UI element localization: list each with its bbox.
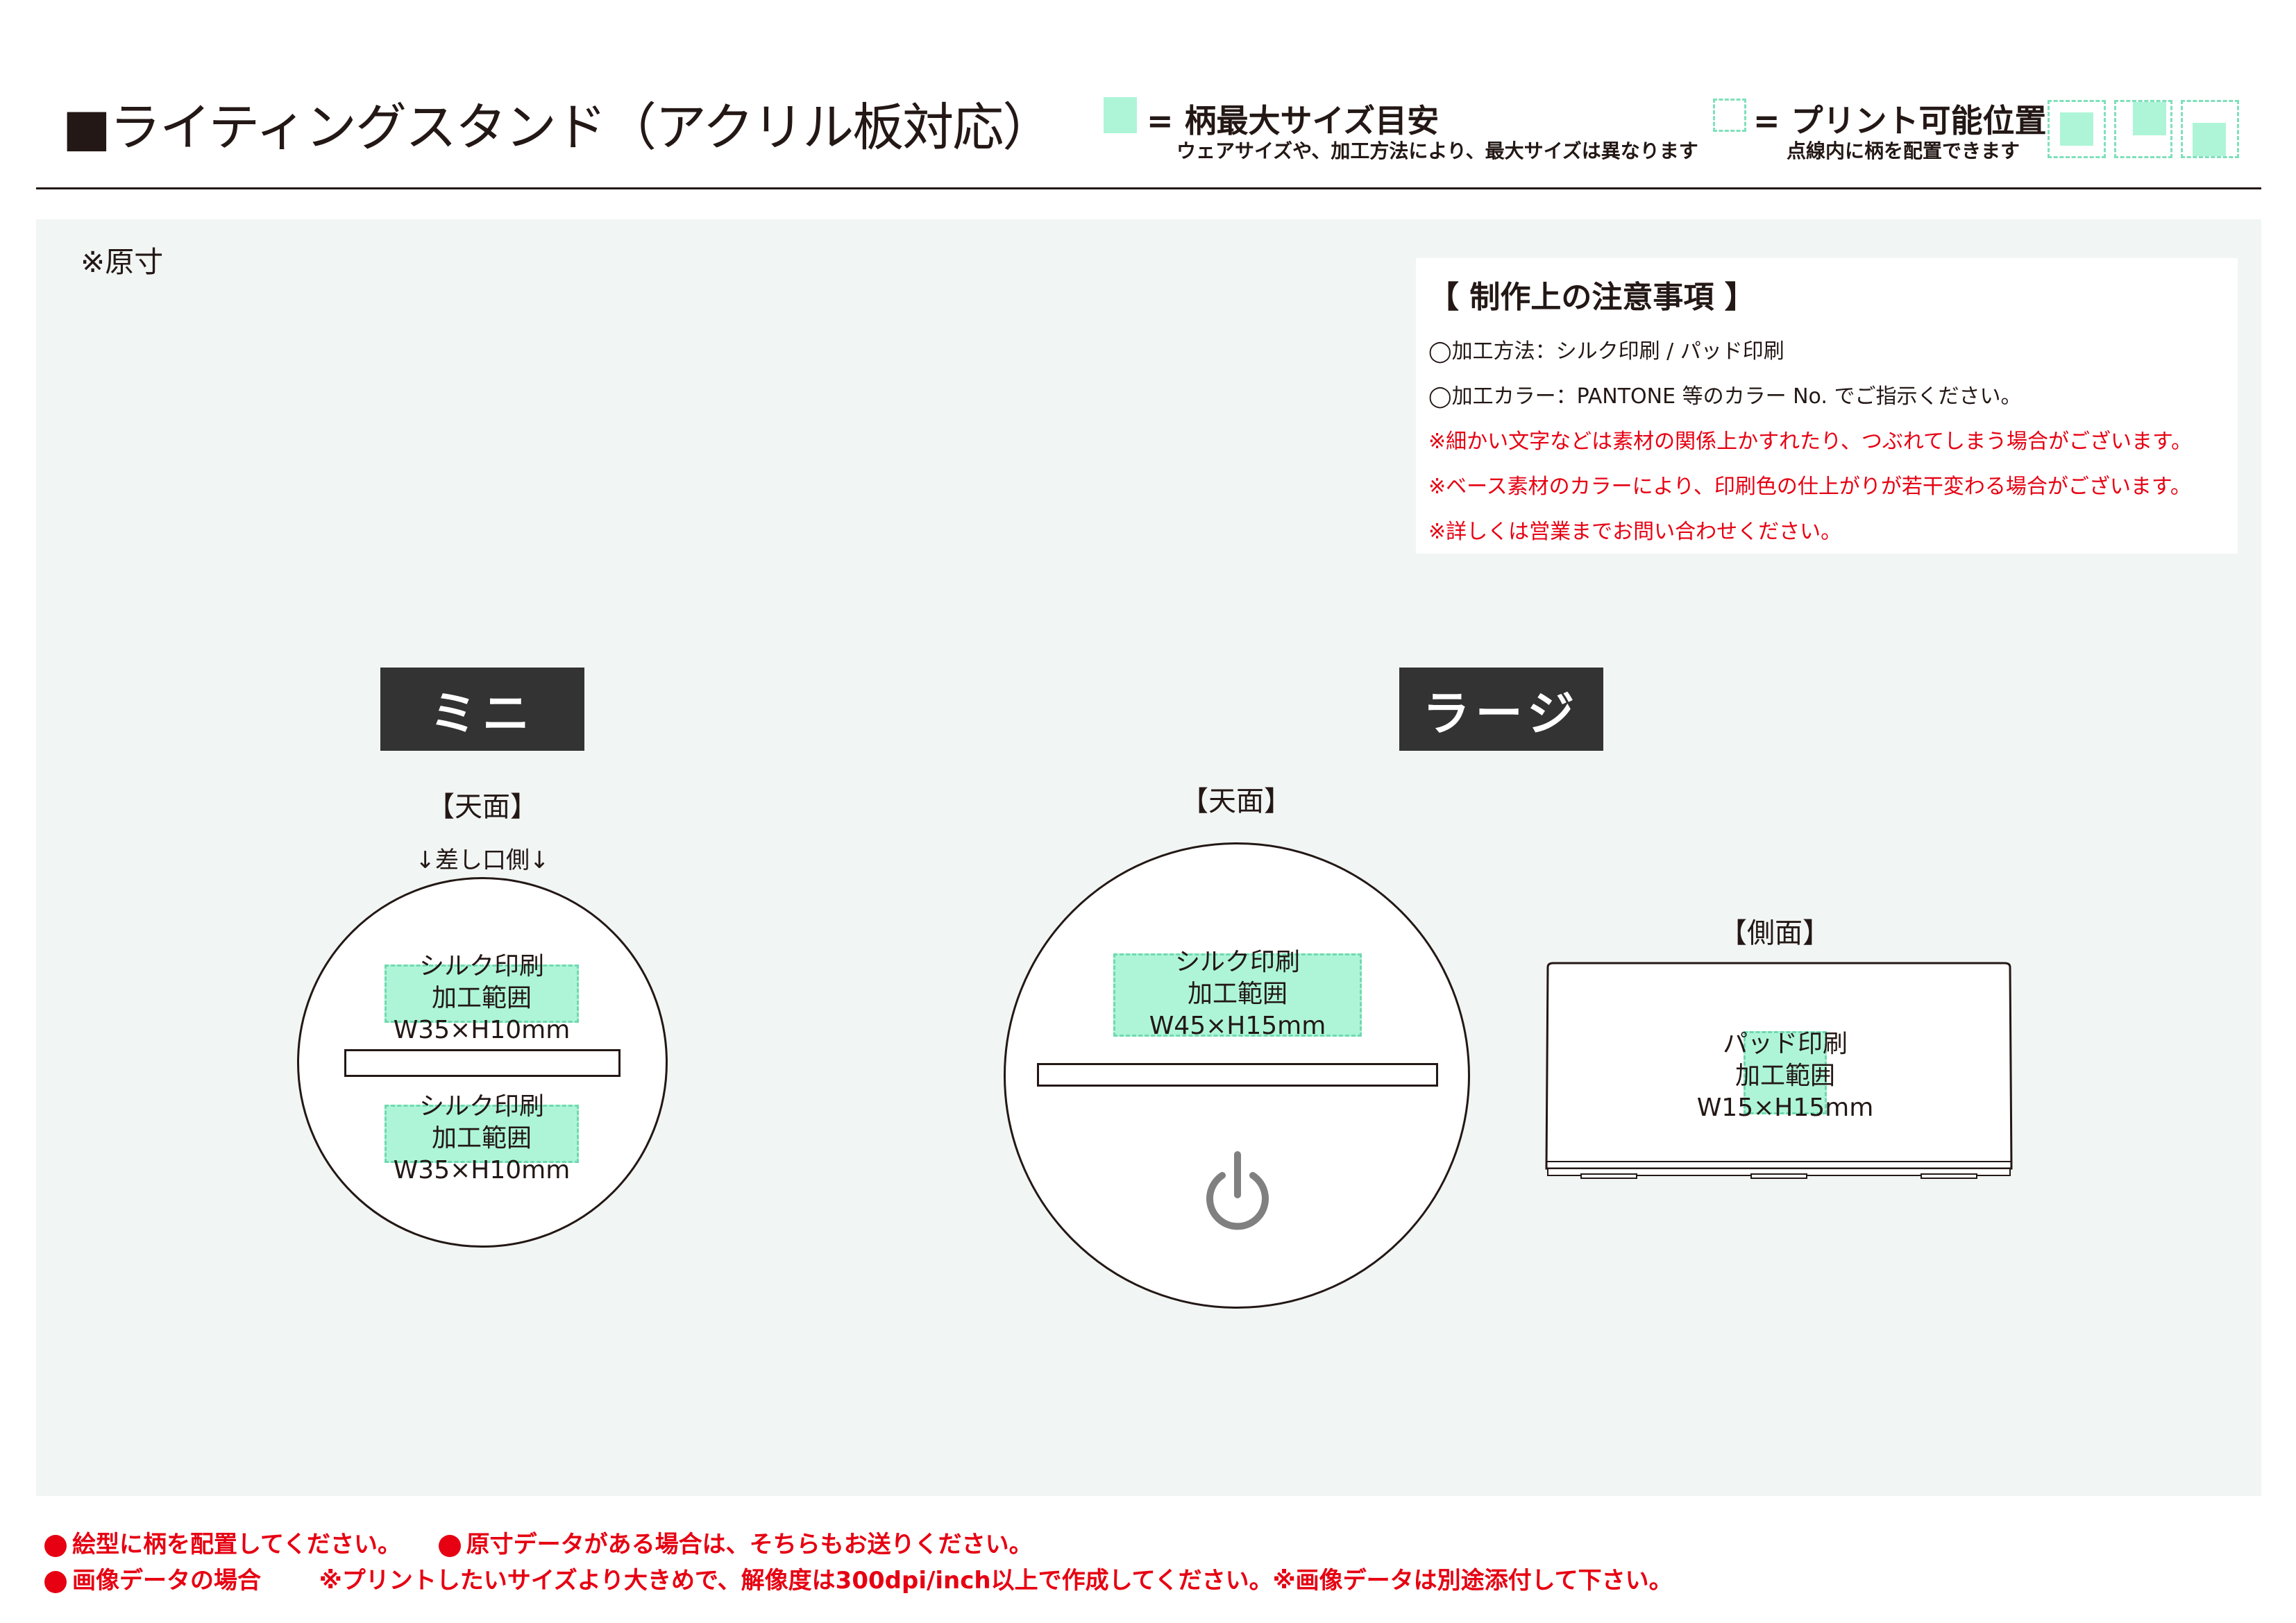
- footer-line-1: 絵型に柄を配置してください。 原寸データがある場合は、そちらもお送りください。: [44, 1525, 1033, 1559]
- large-side-print-area: [1744, 1031, 1827, 1114]
- position-example-center: [2048, 100, 2106, 158]
- notes-title: 【 制作上の注意事項 】: [1428, 280, 1755, 315]
- power-icon: [1206, 1151, 1269, 1230]
- mini-upper-print-area-label: シルク印刷 加工範囲 W35×H10mm: [393, 952, 571, 1044]
- production-notes: 【 制作上の注意事項 】 ◯加工方法：シルク印刷 / パッド印刷 ◯加工カラー：…: [1416, 258, 2238, 554]
- mini-lower-print-area-label: シルク印刷 加工範囲 W35×H10mm: [393, 1092, 571, 1184]
- notes-warning: ※細かい文字などは素材の関係上かすれたり、つぶれてしまう場合がございます。: [1428, 430, 2193, 454]
- legend-print-area-note: 点線内に柄を配置できます: [1787, 139, 2020, 162]
- large-badge: ラージ: [1399, 668, 1603, 751]
- print-area-swatch: [1713, 99, 1746, 132]
- max-size-swatch: [1104, 97, 1137, 133]
- red-dot-icon: [438, 1534, 461, 1557]
- large-side-label: 【側面】: [1719, 917, 1830, 949]
- mini-acrylic-slot: [344, 1049, 621, 1077]
- mini-top-label: 【天面】: [427, 791, 538, 823]
- position-example-top: [2114, 100, 2172, 158]
- footer-line-2: 画像データの場合 ※プリントしたいサイズより大きめで、解像度は300dpi/in…: [44, 1561, 1673, 1595]
- large-acrylic-slot: [1037, 1063, 1438, 1087]
- large-top-print-area: [1113, 953, 1362, 1037]
- page-title: ■ライティングスタンド（アクリル板対応）: [62, 98, 1054, 158]
- notes-warning: ※詳しくは営業までお問い合わせください。: [1428, 520, 1842, 544]
- large-top-label: 【天面】: [1181, 785, 1292, 817]
- notes-line: ◯加工カラー：PANTONE 等のカラー No. でご指示ください。: [1428, 384, 2022, 409]
- large-side-print-area-label: パッド印刷 加工範囲 W15×H15mm: [1696, 1030, 1874, 1122]
- mini-upper-print-area: [385, 965, 579, 1023]
- mini-badge: ミニ: [380, 668, 584, 751]
- scale-note: ※原寸: [81, 245, 164, 279]
- red-dot-icon: [44, 1570, 67, 1593]
- legend-max-size: = 柄最大サイズ目安: [1147, 102, 1440, 139]
- header-divider: [36, 187, 2261, 189]
- position-example-bottom: [2181, 100, 2239, 158]
- legend-max-size-note: ウェアサイズや、加工方法により、最大サイズは異なります: [1176, 139, 1698, 162]
- mini-lower-print-area: [385, 1105, 579, 1163]
- legend-print-area: = プリント可能位置: [1753, 102, 2047, 139]
- notes-line: ◯加工方法：シルク印刷 / パッド印刷: [1428, 339, 1784, 364]
- red-dot-icon: [44, 1534, 67, 1557]
- large-top-print-area-label: シルク印刷 加工範囲 W45×H15mm: [1149, 948, 1326, 1040]
- mini-insert-side-label: ↓差し口側↓: [415, 847, 550, 874]
- notes-warning: ※ベース素材のカラーにより、印刷色の仕上がりが若干変わる場合がございます。: [1428, 475, 2191, 499]
